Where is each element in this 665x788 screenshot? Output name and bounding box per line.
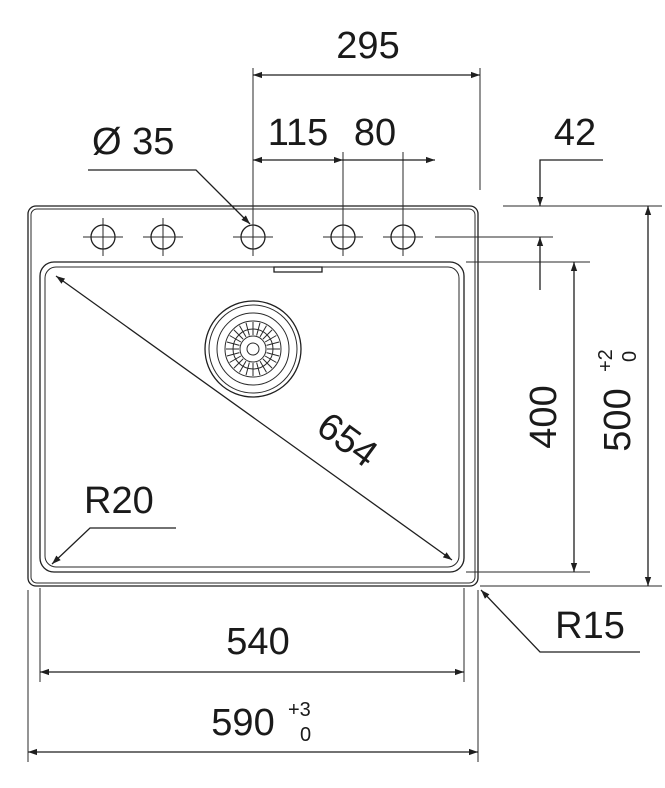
drain-slot: [264, 355, 277, 363]
label-500-tol-upper: +2: [595, 349, 617, 372]
drain-slot: [262, 358, 273, 369]
label-dia-35: Ø 35: [92, 121, 174, 163]
leader-dia-35: [88, 169, 251, 225]
drain-slot: [264, 335, 277, 343]
sink-outer-edge: [27, 205, 479, 587]
label-115: 115: [268, 112, 329, 154]
drain: [204, 300, 302, 398]
drain-slot: [233, 329, 244, 340]
bowl-outline: [39, 261, 465, 573]
drain-slots: [226, 322, 280, 376]
label-500: 500: [597, 388, 639, 451]
leader-r20: [51, 527, 176, 565]
tap-hole: [83, 218, 123, 256]
label-590-tol-lower: 0: [300, 724, 311, 746]
drain-slot: [233, 358, 244, 369]
leader-42: [536, 159, 603, 206]
leader-r15: [480, 589, 640, 653]
drain-slot: [259, 360, 267, 373]
tap-hole: [383, 218, 423, 256]
drain-slot: [229, 335, 242, 343]
extension-lines: [27, 68, 662, 762]
label-r15: R15: [555, 605, 625, 647]
overflow-slot: [273, 266, 323, 273]
label-80: 80: [354, 112, 396, 154]
tap-hole: [323, 218, 363, 256]
label-295: 295: [336, 25, 399, 67]
label-590-tol-upper: +3: [288, 699, 311, 721]
label-400: 400: [523, 385, 565, 448]
drain-slot: [259, 325, 267, 338]
dimension-labels: 295 Ø 35 115 80 42 654 R20 R15 540 590 +…: [84, 25, 641, 746]
tap-holes: [83, 218, 553, 256]
tap-hole: [143, 218, 183, 256]
sink-outer-edge-inner-line: [30, 208, 476, 584]
dimension-lines: [28, 71, 652, 756]
label-590: 590: [211, 702, 274, 744]
bowl-inner-line: [44, 266, 460, 568]
sink-outline: [27, 205, 479, 587]
drain-slot: [229, 355, 242, 363]
drain-slot: [239, 360, 247, 373]
label-r20: R20: [84, 480, 154, 522]
label-42: 42: [554, 112, 596, 154]
dim-line-654: [55, 275, 453, 561]
drain-slot: [262, 329, 273, 340]
label-500-tol-lower: 0: [619, 351, 641, 362]
drain-slot: [239, 325, 247, 338]
tap-hole: [233, 218, 273, 256]
label-540: 540: [226, 621, 289, 663]
